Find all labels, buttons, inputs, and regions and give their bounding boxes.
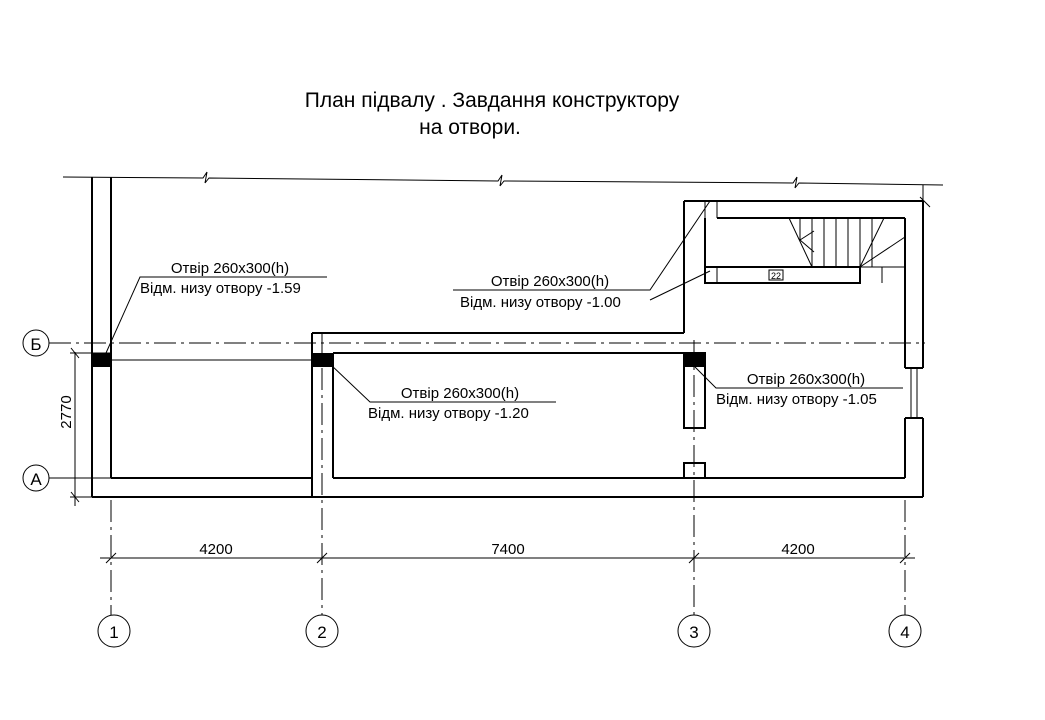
walls	[91, 177, 924, 498]
dimension-3-4: 4200	[781, 541, 814, 558]
opening-label-4: Отвір 260х300(h) Відм. низу отвору -1.05	[694, 366, 903, 408]
opening-level: Відм. низу отвору -1.59	[140, 280, 301, 297]
axis-bubble-b	[22, 329, 50, 357]
opening-size: Отвір 260х300(h)	[401, 385, 519, 402]
dimension-2-3: 7400	[491, 541, 524, 558]
opening-label-2: Отвір 260х300(h) Відм. низу отвору -1.00	[453, 200, 711, 311]
opening-level: Відм. низу отвору -1.20	[368, 405, 529, 422]
axis-label-3: 3	[689, 623, 698, 642]
axis-label-b: Б	[30, 335, 41, 354]
opening-block-1	[92, 353, 111, 367]
opening-label-1: Отвір 260х300(h) Відм. низу отвору -1.59	[105, 260, 327, 354]
opening-size: Отвір 260х300(h)	[171, 260, 289, 277]
axis-label-2: 2	[317, 623, 326, 642]
axis-bubble-a	[22, 464, 50, 492]
opening-level: Відм. низу отвору -1.05	[716, 391, 877, 408]
stair-mark: 22	[771, 271, 781, 281]
column-axes	[97, 333, 922, 648]
axis-label-4: 4	[900, 623, 909, 642]
opening-size: Отвір 260х300(h)	[747, 371, 865, 388]
tick	[919, 196, 931, 208]
opening-size: Отвір 260х300(h)	[491, 273, 609, 290]
opening-label-3: Отвір 260х300(h) Відм. низу отвору -1.20	[329, 363, 556, 422]
title-line-1: План підвалу . Завдання конструктору	[305, 89, 680, 112]
axis-label-a: А	[30, 470, 42, 489]
axis-label-1: 1	[109, 623, 118, 642]
stair: 22	[704, 217, 906, 284]
opening-level: Відм. низу отвору -1.00	[460, 294, 621, 311]
dimension-lines	[70, 347, 915, 564]
title-line-2: на отвори.	[419, 116, 521, 139]
dimension-1-2: 4200	[199, 541, 232, 558]
break-line	[62, 171, 944, 189]
dimension-2770: 2770	[58, 395, 75, 428]
